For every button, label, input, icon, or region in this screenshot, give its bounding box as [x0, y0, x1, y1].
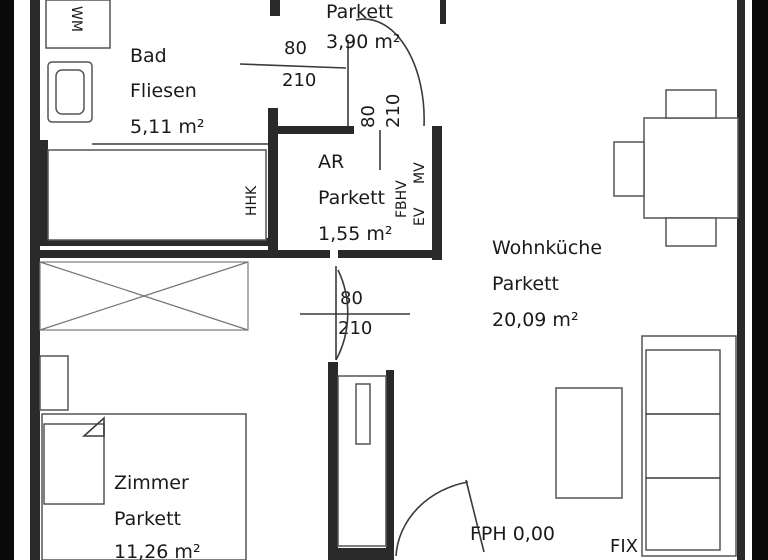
bad-name: Bad: [130, 45, 167, 67]
bad-door-dim-line: [239, 63, 347, 69]
ar-floor: Parkett: [318, 187, 385, 209]
wardrobe-cross-b: [39, 261, 249, 331]
nightstand: [39, 355, 69, 411]
right-border: [752, 0, 768, 560]
chair-left: [613, 141, 645, 197]
exterior-wall-left: [30, 0, 40, 560]
zimmer-name: Zimmer: [114, 472, 189, 494]
flur-area: 3,90 m²: [326, 31, 400, 53]
hhk-label: HHK: [244, 185, 260, 216]
sofa-back: [645, 349, 721, 551]
bathtub: [47, 149, 267, 241]
bad-door-swing: [355, 18, 425, 127]
wohnkueche-floor: Parkett: [492, 273, 559, 295]
wall-zimmer-vertical: [328, 362, 338, 560]
bad-area: 5,11 m²: [130, 116, 204, 138]
wohnkueche-name: Wohnküche: [492, 237, 602, 259]
entry-door-leaf: [465, 479, 485, 553]
wall-top-left: [270, 0, 280, 16]
ev-label: EV: [412, 207, 428, 226]
fbhv-label: FBHV: [394, 180, 410, 218]
zimmer-door-height: 210: [338, 318, 372, 339]
wall-ar-right: [432, 126, 442, 260]
bad-door-width: 80: [284, 38, 307, 59]
sink-basin: [55, 69, 85, 115]
wm-label: WM: [68, 6, 84, 32]
wall-horizontal-mid-right: [338, 250, 442, 258]
zimmer-door-width: 80: [340, 288, 363, 309]
entry-door-swing: [395, 481, 469, 557]
ar-area: 1,55 m²: [318, 223, 392, 245]
mv-label: MV: [412, 162, 428, 184]
zimmer-door-swing: [335, 269, 349, 361]
chair-top: [665, 89, 717, 119]
fix-label: FIX: [610, 536, 638, 557]
wall-bad-ar-vertical: [268, 108, 278, 258]
zimmer-floor: Parkett: [114, 508, 181, 530]
washing-machine: [45, 0, 111, 49]
fph-label: FPH 0,00: [470, 523, 555, 545]
wohnkueche-area: 20,09 m²: [492, 309, 579, 331]
wall-zimmer-vertical-b: [386, 370, 394, 560]
bad-door-height: 210: [282, 70, 316, 91]
wall-horizontal-mid: [30, 250, 330, 258]
coffee-table: [555, 387, 623, 499]
bed-pillow: [43, 423, 105, 505]
exterior-wall-right: [737, 0, 745, 560]
wall-bad-bottom: [40, 238, 270, 246]
flur-floor: Parkett: [326, 1, 393, 23]
kitchen-cabinet-inner: [355, 383, 371, 445]
wall-bad-inner: [40, 140, 48, 244]
ar-door-width-vertical: 80: [358, 105, 379, 128]
dining-table: [643, 117, 739, 219]
wall-top-mid: [440, 0, 446, 24]
zimmer-area: 11,26 m²: [114, 541, 201, 560]
bed-sheet-fold: [81, 416, 105, 437]
wall-bottom-stub: [330, 548, 394, 560]
ar-door-height-vertical: 210: [383, 94, 404, 128]
bad-floor: Fliesen: [130, 80, 197, 102]
wall-ar-top: [268, 126, 354, 134]
left-border: [0, 0, 14, 560]
chair-bottom: [665, 217, 717, 247]
ar-name: AR: [318, 151, 344, 173]
wardrobe: [39, 261, 249, 331]
